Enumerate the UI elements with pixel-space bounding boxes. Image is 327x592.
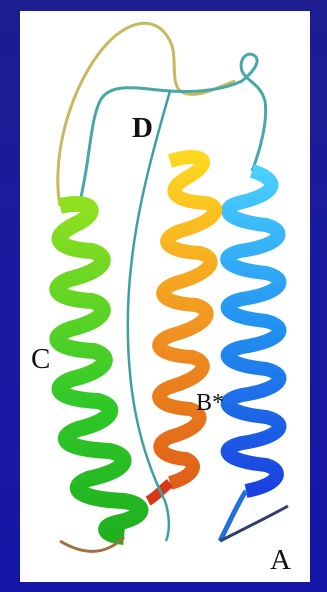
helix-c-label: C xyxy=(31,345,50,374)
loop-teal-thread xyxy=(128,91,170,541)
helix-d-ribbon xyxy=(148,157,215,501)
helix-a-ribbon xyxy=(220,171,288,541)
helix-a-label: A xyxy=(270,546,291,575)
helix-c-ribbon xyxy=(57,204,140,537)
protein-ribbon-diagram xyxy=(20,11,310,582)
loop-top-teal xyxy=(80,54,266,201)
helix-b-label: B* xyxy=(196,391,224,415)
protein-figure-panel: D C B* A xyxy=(20,11,310,582)
helix-d-label: D xyxy=(132,114,153,143)
